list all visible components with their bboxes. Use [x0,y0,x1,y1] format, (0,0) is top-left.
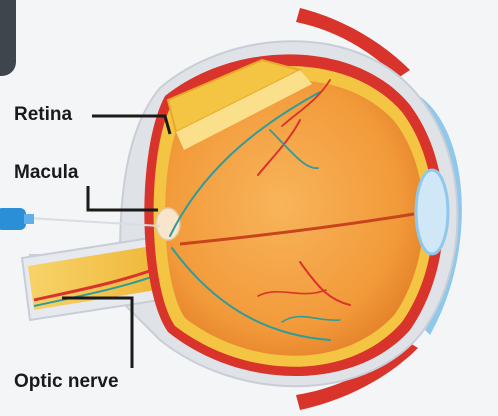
syringe-barrel [0,208,26,230]
lens [416,170,448,254]
optic-nerve-label: Optic nerve [14,371,119,393]
syringe-tip [24,214,34,224]
retina-label: Retina [14,104,72,126]
macula-label: Macula [14,162,78,184]
